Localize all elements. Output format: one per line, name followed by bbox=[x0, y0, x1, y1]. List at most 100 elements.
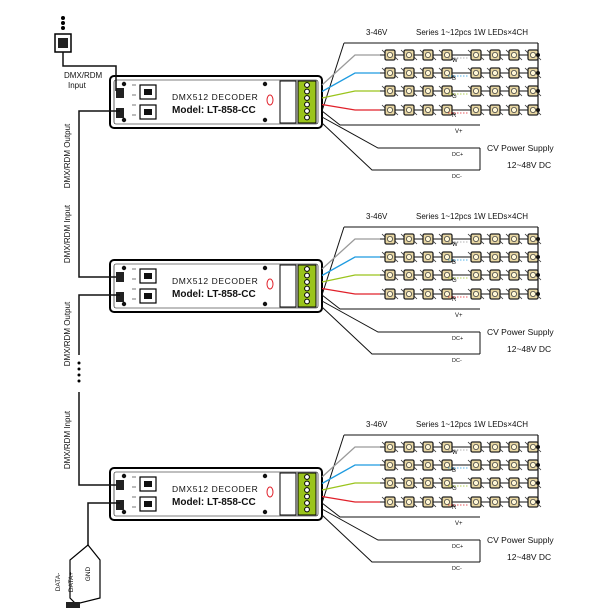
screw-icon bbox=[262, 81, 268, 87]
channel-label: R bbox=[452, 505, 457, 511]
led-icon bbox=[419, 67, 437, 79]
status-led bbox=[266, 486, 274, 498]
channel-label: G bbox=[452, 94, 457, 100]
led-icon bbox=[505, 67, 523, 79]
led-icon bbox=[400, 85, 418, 97]
vplus-label: V+ bbox=[455, 313, 463, 319]
led-icon bbox=[505, 104, 523, 116]
led-icon bbox=[486, 441, 504, 453]
led-icon bbox=[419, 85, 437, 97]
led-icon bbox=[381, 85, 399, 97]
chain-cable-out bbox=[78, 294, 120, 355]
dcminus-wire bbox=[321, 122, 480, 171]
terminal-labels bbox=[279, 472, 297, 516]
channel-label: R bbox=[452, 113, 457, 119]
led-icon bbox=[381, 496, 399, 508]
series-label: Series 1~12pcs 1W LEDs×4CH bbox=[416, 212, 528, 221]
status-led bbox=[266, 278, 274, 290]
series-label: Series 1~12pcs 1W LEDs×4CH bbox=[416, 420, 528, 429]
led-icon bbox=[467, 67, 485, 79]
decoder-name: DMX512 DECODER bbox=[172, 484, 258, 494]
power-supply-label: CV Power Supply bbox=[487, 143, 554, 153]
dcminus-label: DC- bbox=[452, 358, 462, 364]
power-range-label: 12~48V DC bbox=[507, 552, 551, 562]
led-icon bbox=[467, 441, 485, 453]
input-label-top-2: Input bbox=[68, 81, 87, 90]
terminal-labels bbox=[279, 80, 297, 124]
led-icon bbox=[467, 104, 485, 116]
wire-R bbox=[321, 287, 380, 295]
output-label-1: DMX/RDM Output bbox=[63, 123, 72, 188]
power-supply-label: CV Power Supply bbox=[487, 327, 554, 337]
led-icon bbox=[419, 49, 437, 61]
wire-W bbox=[321, 446, 380, 478]
led-icon bbox=[438, 459, 456, 471]
terminal-screw bbox=[304, 487, 310, 493]
decoder-body bbox=[109, 259, 323, 313]
input-label-3: DMX/RDM Input bbox=[63, 410, 72, 469]
dcplus-label: DC+ bbox=[452, 336, 463, 342]
continuation-dot bbox=[77, 373, 81, 377]
decoder-model: Model: LT-858-CC bbox=[172, 289, 256, 300]
dmx-jack bbox=[116, 500, 124, 510]
vplus-wire bbox=[321, 294, 480, 310]
led-icon bbox=[381, 477, 399, 489]
terminal-screw bbox=[304, 285, 310, 292]
led-icon bbox=[400, 233, 418, 245]
vplus-label: V+ bbox=[455, 129, 463, 135]
led-icon bbox=[438, 477, 456, 489]
continuation-dot bbox=[77, 379, 81, 383]
led-icon bbox=[381, 233, 399, 245]
led-icon bbox=[467, 233, 485, 245]
channel-label: R bbox=[452, 297, 457, 303]
led-icon bbox=[486, 251, 504, 263]
terminal-screw bbox=[304, 480, 310, 487]
led-icon bbox=[486, 85, 504, 97]
led-icon bbox=[505, 496, 523, 508]
led-icon bbox=[524, 85, 542, 97]
led-icon bbox=[467, 85, 485, 97]
voltage-label: 3-46V bbox=[366, 420, 388, 429]
decoder-inner-frame bbox=[113, 263, 319, 309]
vplus-wire bbox=[321, 110, 480, 126]
led-icon bbox=[400, 459, 418, 471]
led-icon bbox=[438, 288, 456, 300]
led-icon bbox=[419, 288, 437, 300]
screw-icon bbox=[121, 117, 127, 123]
led-icon bbox=[400, 441, 418, 453]
terminal-screw bbox=[304, 298, 310, 305]
led-icon bbox=[524, 49, 542, 61]
led-icon bbox=[400, 477, 418, 489]
screw-icon bbox=[121, 81, 127, 87]
continuation-dot bbox=[61, 21, 65, 25]
led-icon bbox=[381, 104, 399, 116]
terminal-screw bbox=[304, 266, 310, 272]
wire-B bbox=[321, 464, 380, 485]
led-icon bbox=[381, 269, 399, 281]
continuation-dot bbox=[77, 367, 81, 371]
led-icon bbox=[486, 104, 504, 116]
output-label-2: DMX/RDM Output bbox=[63, 301, 72, 366]
power-range-label: 12~48V DC bbox=[507, 160, 551, 170]
dcplus-label: DC+ bbox=[452, 152, 463, 158]
led-icon bbox=[381, 459, 399, 471]
led-icon bbox=[486, 288, 504, 300]
led-icon bbox=[381, 67, 399, 79]
input-label-2: DMX/RDM Input bbox=[63, 204, 72, 263]
led-icon bbox=[505, 288, 523, 300]
screw-icon bbox=[262, 301, 268, 307]
voltage-label: 3-46V bbox=[366, 28, 388, 37]
led-icon bbox=[419, 441, 437, 453]
wire-R bbox=[321, 495, 380, 503]
dcminus-wire bbox=[321, 514, 480, 563]
dcminus-wire bbox=[321, 306, 480, 355]
led-icon bbox=[400, 251, 418, 263]
terminator-cable bbox=[87, 502, 120, 545]
led-icon bbox=[438, 441, 456, 453]
led-icon bbox=[400, 67, 418, 79]
channel-label: W bbox=[452, 242, 458, 248]
screw-icon bbox=[262, 473, 268, 479]
